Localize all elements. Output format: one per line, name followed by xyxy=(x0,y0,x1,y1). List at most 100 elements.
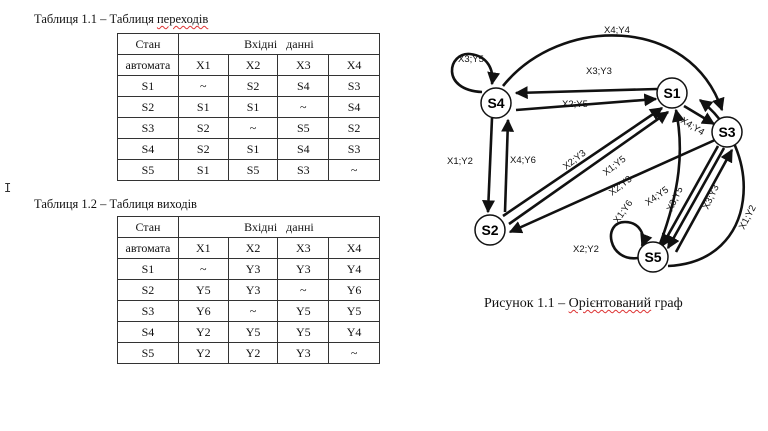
table-cell: S5 xyxy=(227,159,279,181)
table-cell: S1 xyxy=(177,96,229,118)
figure-caption-word: Орієнтований xyxy=(568,296,652,311)
table-cell: S5 xyxy=(277,117,330,139)
header-state-line2: автомата xyxy=(117,54,179,76)
table-cell: ~ xyxy=(277,96,330,118)
figure-caption-prefix: Рисунок 1.1 – xyxy=(484,296,569,311)
table1-caption-word: переходів xyxy=(156,12,209,26)
node-s2-label: S2 xyxy=(481,222,498,238)
node-s1-label: S1 xyxy=(663,85,680,101)
transitions-table: Стан Вхідні данні автомата X1 X2 X3 X4 S… xyxy=(117,33,381,181)
node-s2: S2 xyxy=(474,214,506,246)
table-cell: Y4 xyxy=(328,321,380,343)
table-cell: S3 xyxy=(328,75,380,97)
edge-s4-s1 xyxy=(515,93,658,112)
table-cell: S3 xyxy=(277,159,330,181)
table-cell: S4 xyxy=(277,138,330,160)
edge-label: X4;Y4 xyxy=(678,115,706,138)
column-header: X1 xyxy=(177,54,229,76)
edge-s3-s5-b xyxy=(666,147,726,250)
edge-label: X2;Y5 xyxy=(562,99,588,110)
edge-label: X3;Y3 xyxy=(701,183,722,211)
edge-label: X3;Y5 xyxy=(458,54,484,65)
table-row: S4 S2 S1 S4 S3 xyxy=(117,138,380,160)
state-cell: S5 xyxy=(117,159,179,181)
table-cell: Y2 xyxy=(177,321,229,343)
edge-label: X1;Y2 xyxy=(447,156,473,167)
column-header: X3 xyxy=(277,237,330,259)
table-cell: S4 xyxy=(328,96,380,118)
table-cell: S4 xyxy=(277,75,330,97)
edge-s5-s3 xyxy=(674,148,734,253)
table-cell: Y5 xyxy=(227,321,279,343)
table-cell: ~ xyxy=(328,159,380,181)
table-row: S1 ~ Y3 Y3 Y4 xyxy=(117,258,380,280)
table-cell: ~ xyxy=(227,117,279,139)
table-row: S2 Y5 Y3 ~ Y6 xyxy=(117,279,380,301)
node-s1: S1 xyxy=(656,77,688,109)
table-cell: S1 xyxy=(177,159,229,181)
node-s5: S5 xyxy=(637,241,669,273)
state-cell: S4 xyxy=(117,138,179,160)
table-row: S3 S2 ~ S5 S2 xyxy=(117,117,380,139)
edge-s2-s1-a xyxy=(502,106,664,218)
edge-s3-s5-a xyxy=(660,145,720,248)
table-row: S1 ~ S2 S4 S3 xyxy=(117,75,380,97)
table-cell: S1 xyxy=(227,138,279,160)
table-cell: Y3 xyxy=(227,279,279,301)
table-cell: Y5 xyxy=(328,300,380,322)
table-cell: Y5 xyxy=(277,321,330,343)
table1-caption-prefix: Таблиця 1.1 – Таблиця xyxy=(34,12,157,26)
table-cell: Y6 xyxy=(328,279,380,301)
edge-label: X3;Y3 xyxy=(586,66,612,77)
table-cell: Y3 xyxy=(277,342,330,364)
table-cell: Y5 xyxy=(177,279,229,301)
edge-label: X2;Y3 xyxy=(607,174,634,199)
table-cell: S2 xyxy=(177,117,229,139)
table-cell: Y2 xyxy=(177,342,229,364)
column-header: X2 xyxy=(227,237,279,259)
state-cell: S1 xyxy=(117,258,179,280)
table-row: S5 Y2 Y2 Y3 ~ xyxy=(117,342,380,364)
state-cell: S2 xyxy=(117,279,179,301)
node-s4-label: S4 xyxy=(487,95,504,111)
table-cell: S2 xyxy=(227,75,279,97)
edge-label: X2;Y2 xyxy=(573,244,599,255)
text-cursor-icon: I xyxy=(4,181,12,195)
table-cell: ~ xyxy=(177,75,229,97)
table-cell: S1 xyxy=(227,96,279,118)
table-cell: Y4 xyxy=(328,258,380,280)
edge-s4-s3 xyxy=(501,34,725,112)
column-header: X2 xyxy=(227,54,279,76)
table2-caption-prefix: Таблиця 1.2 – Таблиця xyxy=(34,197,157,211)
figure-caption: Рисунок 1.1 – Орієнтований граф xyxy=(484,296,683,312)
table-cell: ~ xyxy=(328,342,380,364)
table-cell: S3 xyxy=(328,138,380,160)
table-cell: Y3 xyxy=(227,258,279,280)
edge-s5-s1 xyxy=(658,108,685,245)
column-header: X3 xyxy=(277,54,330,76)
table-cell: Y5 xyxy=(277,300,330,322)
table-row: S2 S1 S1 ~ S4 xyxy=(117,96,380,118)
table-row: S5 S1 S5 S3 ~ xyxy=(117,159,380,181)
state-cell: S1 xyxy=(117,75,179,97)
edge-s5-loop xyxy=(609,220,653,260)
state-cell: S5 xyxy=(117,342,179,364)
header-state-line1: Стан xyxy=(117,33,179,55)
node-s3: S3 xyxy=(711,116,743,148)
state-cell: S4 xyxy=(117,321,179,343)
column-header: X1 xyxy=(177,237,229,259)
state-graph: S4 S1 S3 S2 S5 X4;Y4 X3;Y5 X3;Y3 X2;Y5 X… xyxy=(447,25,759,273)
edge-s2-s4 xyxy=(501,118,515,213)
table-cell: S2 xyxy=(177,138,229,160)
edge-s1-s3 xyxy=(683,104,716,126)
table-cell: ~ xyxy=(277,279,330,301)
header-inputs: Вхідні данні xyxy=(177,33,381,55)
table2-caption: Таблиця 1.2 – Таблиця виходів xyxy=(34,197,197,212)
edge-label: X4;Y6 xyxy=(510,155,536,166)
table-cell: Y3 xyxy=(277,258,330,280)
edge-s4-s2 xyxy=(482,117,495,214)
graph-edges xyxy=(450,34,745,268)
edge-label: X4;Y4 xyxy=(604,25,630,36)
edge-s4-loop xyxy=(450,52,501,94)
node-s5-label: S5 xyxy=(644,249,661,265)
